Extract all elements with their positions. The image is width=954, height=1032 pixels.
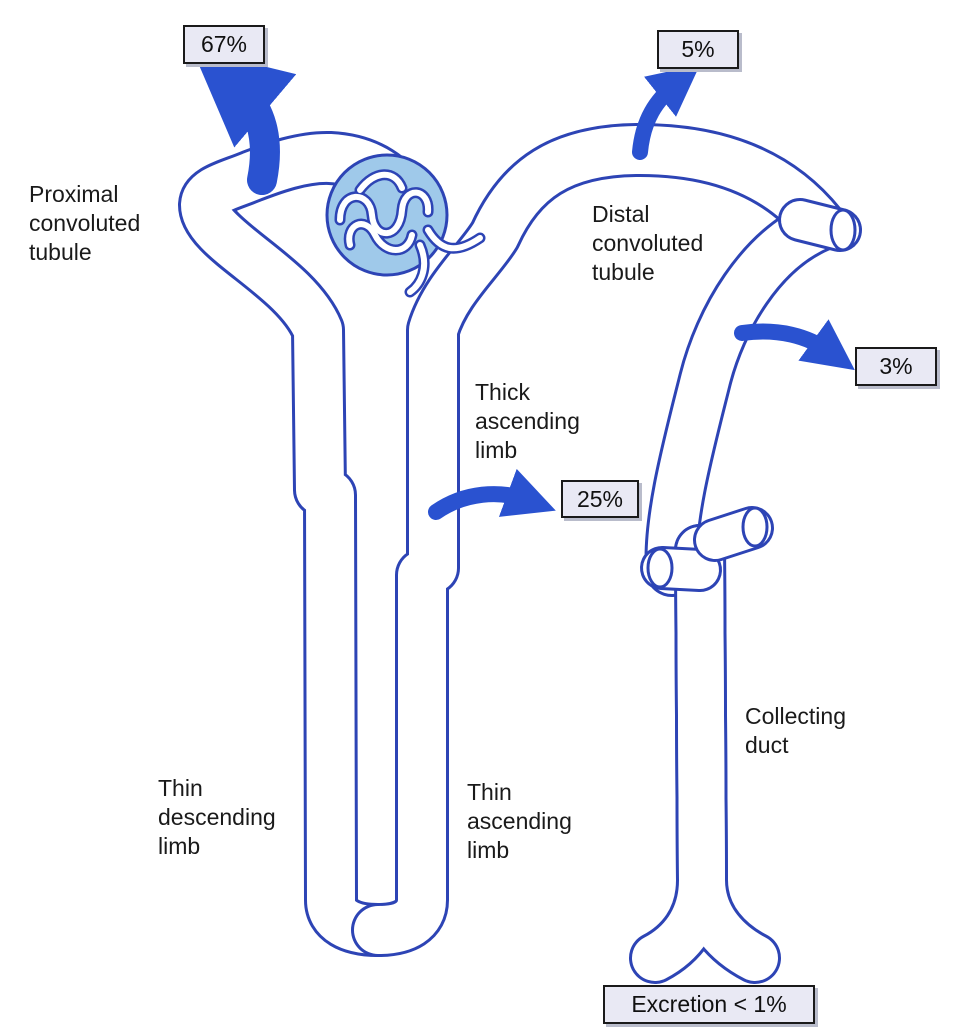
excretion-box: Excretion < 1% <box>603 985 815 1024</box>
arrow-loop <box>428 468 556 520</box>
arrow-proximal <box>192 48 297 195</box>
reabsorption-arrows <box>192 48 855 520</box>
ascending-limb-and-distal-tubule <box>351 123 847 957</box>
proximal-tubule-and-descending-limb <box>178 130 439 957</box>
glomerulus <box>325 153 486 298</box>
percent-box-loop: 25% <box>561 480 639 518</box>
percent-box-proximal: 67% <box>183 25 265 64</box>
collecting-duct <box>629 198 862 984</box>
arrow-collecting <box>734 319 855 371</box>
percent-box-collecting: 3% <box>855 347 937 386</box>
percent-box-distal: 5% <box>657 30 739 69</box>
arrow-distal <box>632 64 700 160</box>
